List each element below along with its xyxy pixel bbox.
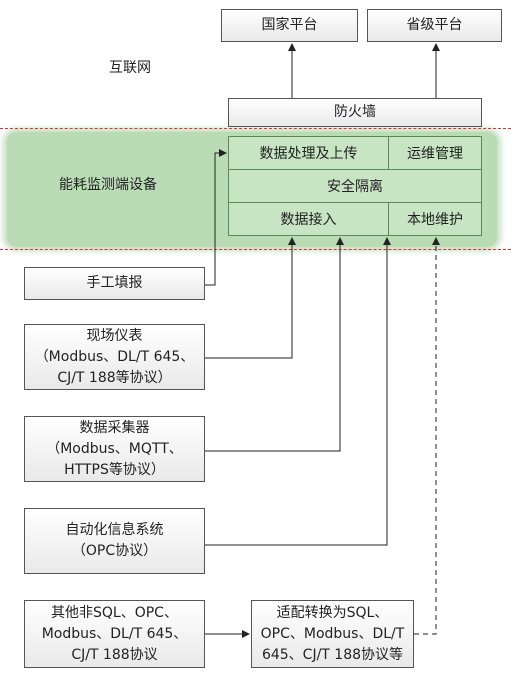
adapter-line-3: 645、CJ/T 188协议等 (261, 646, 404, 663)
local-maintenance-label: 本地维护 (407, 212, 463, 228)
other-protocols-line-3: CJ/T 188协议 (71, 646, 158, 663)
adapter-line-1: 适配转换为SQL、 (276, 604, 389, 621)
field-meter-line-1: 现场仪表 (86, 327, 143, 344)
dashed-divider-bottom (0, 249, 511, 250)
data-collector-box: 数据采集器 （Modbus、MQTT、 HTTPS等协议） (24, 416, 205, 482)
security-isolation-label: 安全隔离 (327, 179, 383, 195)
provincial-platform-box: 省级平台 (367, 9, 502, 42)
data-collector-line-3: HTTPS等协议） (64, 461, 165, 478)
manual-entry-label: 手工填报 (86, 275, 143, 291)
adapter-box: 适配转换为SQL、 OPC、Modbus、DL/T 645、CJ/T 188协议… (251, 600, 414, 668)
field-meter-line-2: （Modbus、DL/T 645、 (34, 348, 195, 365)
provincial-platform-label: 省级平台 (406, 17, 463, 33)
field-meter-line-3: CJ/T 188等协议） (57, 369, 172, 386)
field-meter-box: 现场仪表 （Modbus、DL/T 645、 CJ/T 188等协议） (24, 324, 205, 390)
data-collector-line-1: 数据采集器 (79, 419, 150, 436)
adapter-line-2: OPC、Modbus、DL/T (260, 625, 405, 642)
data-collector-line-2: （Modbus、MQTT、 (46, 440, 183, 457)
arrow-field-meter (205, 237, 296, 359)
data-process-upload-label: 数据处理及上传 (259, 146, 358, 162)
other-protocols-box: 其他非SQL、OPC、 Modbus、DL/T 645、 CJ/T 188协议 (24, 600, 205, 668)
manual-entry-box: 手工填报 (24, 267, 205, 300)
data-access-box: 数据接入 (228, 202, 389, 236)
arrow-automation-system (205, 237, 391, 546)
arrow-manual-entry (205, 149, 227, 286)
local-maintenance-box: 本地维护 (388, 202, 482, 236)
data-access-label: 数据接入 (280, 212, 337, 228)
automation-system-line-2: （OPC协议） (71, 543, 158, 559)
national-platform-label: 国家平台 (261, 17, 318, 33)
arrow-adapter-local-maintenance (414, 237, 440, 635)
firewall-label: 防火墙 (334, 104, 376, 120)
automation-system-line-1: 自动化信息系统 (65, 522, 164, 538)
ops-management-box: 运维管理 (388, 136, 482, 170)
other-protocols-line-2: Modbus、DL/T 645、 (41, 625, 188, 642)
internet-label: 互联网 (109, 60, 151, 76)
other-protocols-line-1: 其他非SQL、OPC、 (51, 604, 178, 621)
dashed-divider-top (0, 128, 511, 129)
ops-management-label: 运维管理 (407, 146, 463, 162)
firewall-box: 防火墙 (228, 98, 482, 127)
arrow-data-collector (205, 237, 344, 452)
automation-system-box: 自动化信息系统 （OPC协议） (24, 508, 205, 574)
national-platform-box: 国家平台 (221, 9, 358, 42)
device-label: 能耗监测端设备 (59, 177, 157, 193)
